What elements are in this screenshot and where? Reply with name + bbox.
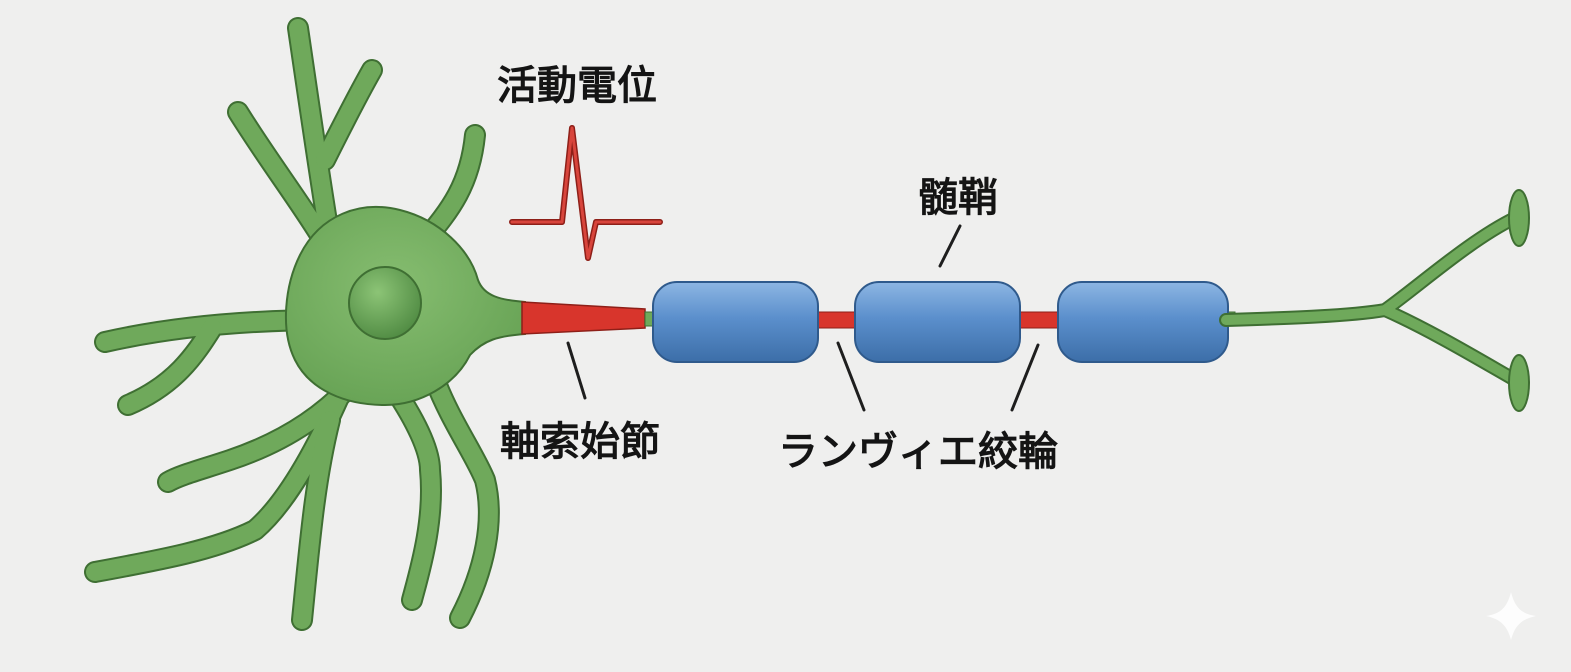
myelin-segment (854, 281, 1021, 363)
axon-terminals (1219, 211, 1522, 387)
myelin-sheath (652, 281, 1229, 363)
leader-lines (566, 224, 1040, 412)
synaptic-terminal (1508, 189, 1530, 247)
myelin-segment (652, 281, 819, 363)
label-myelin-sheath: 髄鞘 (918, 175, 998, 221)
synaptic-terminal (1508, 354, 1530, 412)
leader-line-myelin (938, 224, 962, 268)
dendrites (84, 17, 500, 631)
leader-line-node-left (836, 341, 866, 412)
leader-line-node-right (1010, 343, 1040, 412)
label-action-potential: 活動電位 (497, 63, 657, 109)
sparkle-icon (1486, 592, 1536, 640)
axon-initial-segment (521, 301, 646, 335)
label-node-of-ranvier: ランヴィエ絞輪 (778, 429, 1058, 475)
leader-line-axon-initial-segment (566, 341, 587, 400)
myelin-segment (1057, 281, 1229, 363)
action-potential-trace-highlight (510, 126, 662, 260)
nucleus (348, 266, 422, 340)
label-axon-initial-segment: 軸索始節 (500, 419, 660, 465)
